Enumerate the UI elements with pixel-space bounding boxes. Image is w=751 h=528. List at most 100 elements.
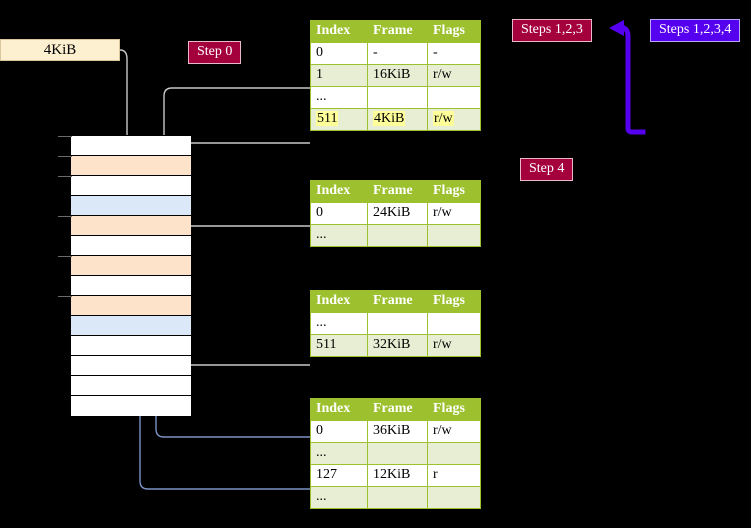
cell-frame: 12KiB: [367, 464, 428, 487]
table-header-row: Index Frame Flags: [310, 180, 481, 203]
table-row: ...: [310, 86, 481, 109]
cell-index: 0: [310, 42, 368, 65]
cell-flags: [427, 224, 481, 247]
memory-cell: [71, 396, 191, 416]
column-header-flags: Flags: [427, 180, 481, 203]
column-header-frame: Frame: [367, 20, 428, 43]
cell-flags: [427, 312, 481, 335]
cell-flags: r/w: [427, 64, 481, 87]
memory-cell: [71, 316, 191, 336]
memory-cell: [71, 176, 191, 196]
column-header-index: Index: [310, 20, 368, 43]
table-row: ...: [310, 312, 481, 335]
cell-frame: [367, 312, 428, 335]
memory-cell: [71, 156, 191, 176]
memory-cell: [71, 216, 191, 236]
cell-index: 511: [310, 108, 368, 131]
cell-index: 0: [310, 420, 368, 443]
cell-frame: [367, 442, 428, 465]
violet-bracket-arrow: [620, 24, 646, 135]
cell-index: 1: [310, 64, 368, 87]
table-row: ...: [310, 442, 481, 465]
cell-index: ...: [310, 486, 368, 509]
table-header-row: Index Frame Flags: [310, 20, 481, 43]
table-header-row: Index Frame Flags: [310, 398, 481, 421]
cell-flags: r/w: [427, 108, 481, 131]
cell-flags: r/w: [427, 420, 481, 443]
memory-tick: [58, 216, 72, 217]
cell-frame: 32KiB: [367, 334, 428, 357]
memory-tick: [58, 156, 72, 157]
cell-frame: 36KiB: [367, 420, 428, 443]
cell-index: ...: [310, 86, 368, 109]
column-header-frame: Frame: [367, 180, 428, 203]
cell-frame: 24KiB: [367, 202, 428, 225]
violet-arrowhead: [609, 20, 624, 36]
cell-flags: r/w: [427, 334, 481, 357]
memory-column: [70, 135, 191, 416]
memory-tick: [58, 296, 72, 297]
cell-frame: -: [367, 42, 428, 65]
cell-frame: [367, 86, 428, 109]
cell-index: 511: [310, 334, 368, 357]
badge-step-4: Step 4: [520, 158, 574, 181]
cell-flags: r: [427, 464, 481, 487]
cell-frame: [367, 224, 428, 247]
cell-flags: [427, 486, 481, 509]
column-header-flags: Flags: [427, 20, 481, 43]
table-header-row: Index Frame Flags: [310, 290, 481, 313]
table-row: 0--: [310, 42, 481, 65]
column-header-index: Index: [310, 290, 368, 313]
memory-cell: [71, 236, 191, 256]
table-row: ...: [310, 486, 481, 509]
memory-cell: [71, 196, 191, 216]
memory-cell: [71, 376, 191, 396]
column-header-flags: Flags: [427, 398, 481, 421]
memory-tick: [58, 176, 72, 177]
cell-frame: 16KiB: [367, 64, 428, 87]
memory-cell: [71, 296, 191, 316]
badge-step-0: Step 0: [188, 41, 242, 64]
memory-tick: [58, 256, 72, 257]
connector-table0-row511: [173, 142, 310, 158]
cell-flags: [427, 442, 481, 465]
cell-frame: 4KiB: [367, 108, 428, 131]
memory-cell: [71, 256, 191, 276]
badge-steps-123: Steps 1,2,3: [512, 19, 592, 42]
connector-table2-row511: [173, 318, 310, 366]
cell-index: ...: [310, 442, 368, 465]
cell-frame: [367, 486, 428, 509]
cell-flags: -: [427, 42, 481, 65]
cell-index: 0: [310, 202, 368, 225]
cell-flags: r/w: [427, 202, 481, 225]
column-header-frame: Frame: [367, 290, 428, 313]
memory-tick: [58, 136, 72, 137]
cell-flags: [427, 86, 481, 109]
memory-cell: [71, 356, 191, 376]
badge-steps-1234: Steps 1,2,3,4: [650, 19, 741, 42]
memory-cell: [71, 276, 191, 296]
connector-size-to-memory: [119, 49, 128, 138]
column-header-frame: Frame: [367, 398, 428, 421]
table-row: ...: [310, 224, 481, 247]
size-label-box: 4KiB: [0, 39, 120, 61]
column-header-flags: Flags: [427, 290, 481, 313]
column-header-index: Index: [310, 398, 368, 421]
memory-cell: [71, 336, 191, 356]
cell-index: ...: [310, 312, 368, 335]
